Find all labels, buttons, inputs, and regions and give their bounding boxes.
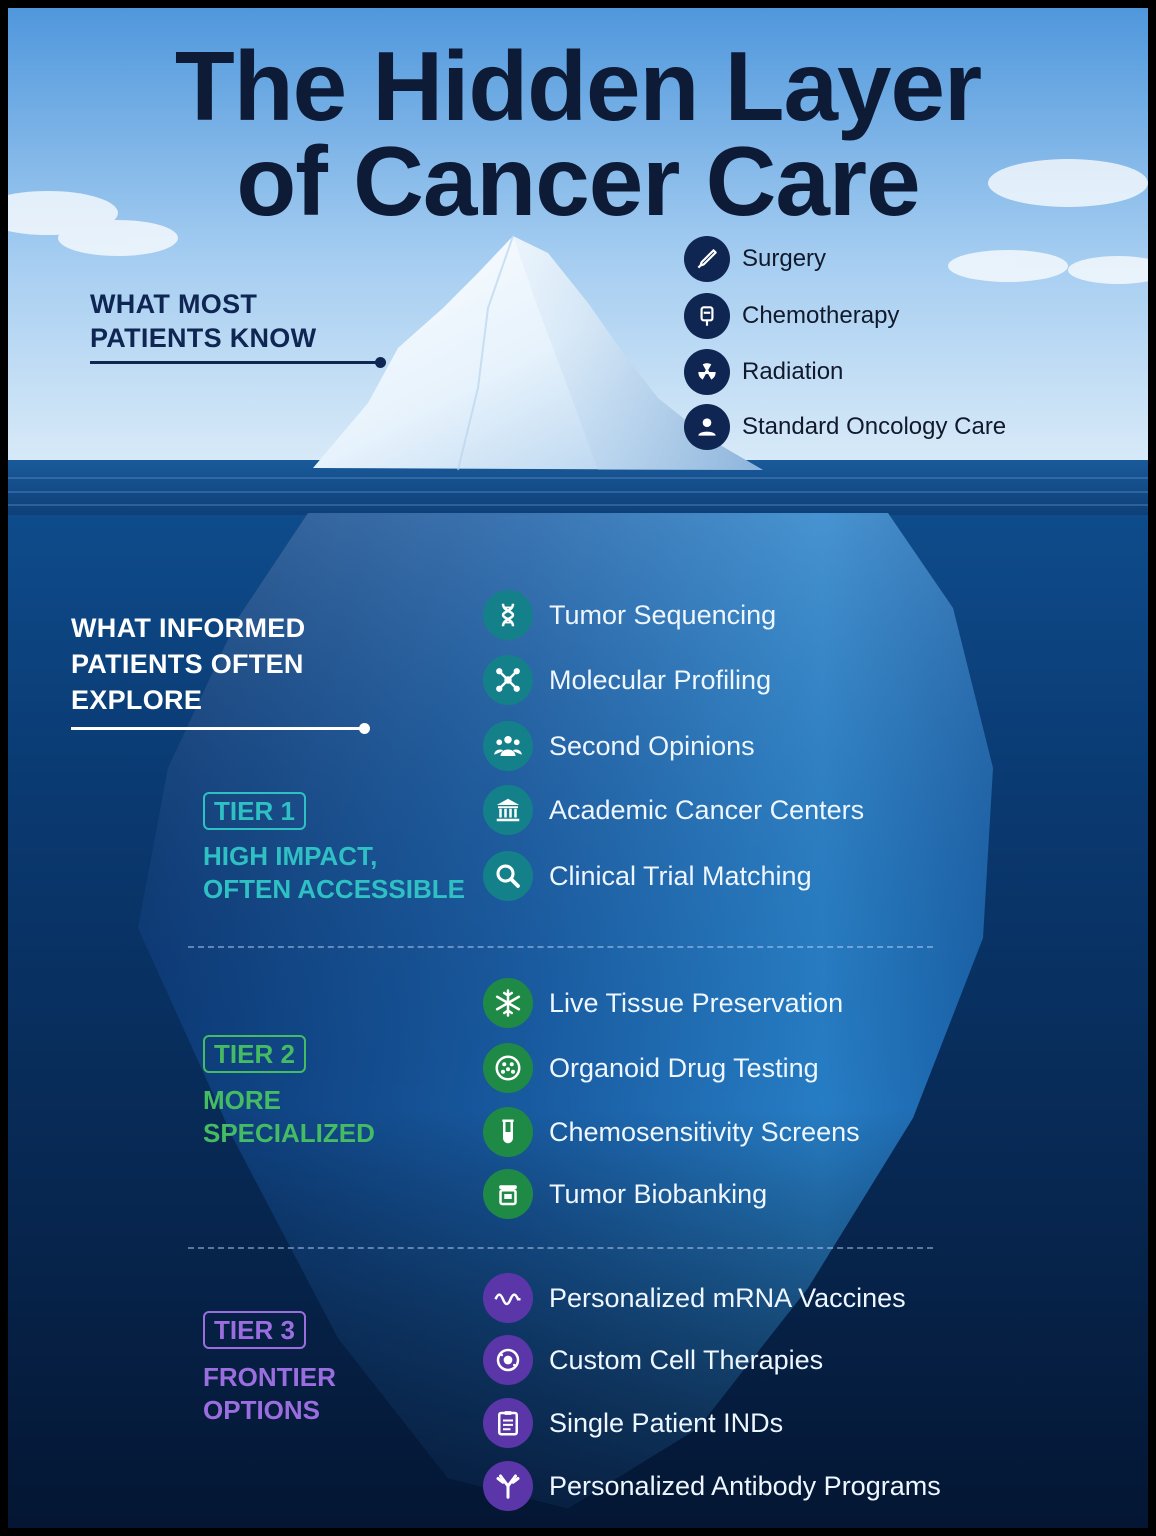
tier-2-desc-line-2: SPECIALIZED xyxy=(203,1118,375,1148)
iceberg-illustration xyxy=(8,8,1148,1528)
item-label: Organoid Drug Testing xyxy=(549,1052,819,1083)
item-label: Single Patient INDs xyxy=(549,1407,784,1438)
tier-3-badge: TIER 3 xyxy=(203,1311,306,1349)
tier-2-item-chemosensitivity: Chemosensitivity Screens xyxy=(483,1107,860,1157)
molecule-icon xyxy=(483,655,533,705)
tier-3-item-antibody-programs: Personalized Antibody Programs xyxy=(483,1461,941,1511)
tier-1-item-clinical-trial-matching: Clinical Trial Matching xyxy=(483,851,812,901)
mrna-wave-icon xyxy=(483,1273,533,1323)
specimen-jar-icon xyxy=(483,1169,533,1219)
title-line-1: The Hidden Layer xyxy=(174,31,982,141)
underwater-pointer-line xyxy=(71,727,363,730)
item-label: Clinical Trial Matching xyxy=(549,860,812,891)
item-label: Tumor Biobanking xyxy=(549,1178,768,1209)
tier-divider-2 xyxy=(188,1247,933,1249)
tier-1-desc-line-2: OFTEN ACCESSIBLE xyxy=(203,874,465,904)
surface-pointer-line xyxy=(90,361,380,364)
tier-3-desc-line-2: OPTIONS xyxy=(203,1395,321,1425)
petri-dish-icon xyxy=(483,1043,533,1093)
tier-divider-1 xyxy=(188,946,933,948)
tier-1-desc-line-1: HIGH IMPACT, xyxy=(203,841,378,871)
item-label: Tumor Sequencing xyxy=(549,599,777,630)
item-label: Radiation xyxy=(742,358,844,385)
item-label: Custom Cell Therapies xyxy=(549,1344,824,1375)
tier-3-item-cell-therapies: Custom Cell Therapies xyxy=(483,1335,823,1385)
magnifier-icon xyxy=(483,851,533,901)
tier-3-item-single-patient-inds: Single Patient INDs xyxy=(483,1398,783,1448)
item-label: Academic Cancer Centers xyxy=(549,794,865,825)
surface-item-chemotherapy: Chemotherapy xyxy=(684,293,899,339)
radiation-icon xyxy=(684,349,730,395)
clipboard-icon xyxy=(483,1398,533,1448)
people-icon xyxy=(483,721,533,771)
tier-1-item-second-opinions: Second Opinions xyxy=(483,721,755,771)
person-icon xyxy=(684,404,730,450)
snowflake-icon xyxy=(483,978,533,1028)
tier-2-badge: TIER 2 xyxy=(203,1035,306,1073)
item-label: Molecular Profiling xyxy=(549,664,772,695)
dna-icon xyxy=(483,590,533,640)
tier-3-desc-line-1: FRONTIER xyxy=(203,1362,336,1392)
item-label: Personalized mRNA Vaccines xyxy=(549,1282,906,1313)
item-label: Personalized Antibody Programs xyxy=(549,1470,941,1501)
item-label: Chemotherapy xyxy=(742,302,900,329)
tier-2-item-organoid: Organoid Drug Testing xyxy=(483,1043,819,1093)
title-line-2: of Cancer Care xyxy=(236,126,920,236)
cell-icon xyxy=(483,1335,533,1385)
tier-1-badge: TIER 1 xyxy=(203,792,306,830)
test-tube-icon xyxy=(483,1107,533,1157)
tier-2-desc-line-1: MORE xyxy=(203,1085,281,1115)
iv-bag-icon xyxy=(684,293,730,339)
infographic: The Hidden Layer of Cancer Care WHAT MOS… xyxy=(8,8,1148,1528)
institution-icon xyxy=(483,785,533,835)
surface-item-standard-care: Standard Oncology Care xyxy=(684,404,1006,450)
scalpel-icon xyxy=(684,236,730,282)
underwater-pointer-dot xyxy=(359,723,370,734)
tier-1-item-molecular-profiling: Molecular Profiling xyxy=(483,655,771,705)
underwater-label-line-1: WHAT INFORMED xyxy=(71,613,306,643)
tier-2-item-biobanking: Tumor Biobanking xyxy=(483,1169,767,1219)
underwater-label-line-3: EXPLORE xyxy=(71,685,203,715)
surface-label-line-1: WHAT MOST xyxy=(90,289,258,319)
surface-item-surgery: Surgery xyxy=(684,236,826,282)
surface-pointer-dot xyxy=(375,357,386,368)
item-label: Surgery xyxy=(742,245,827,272)
item-label: Chemosensitivity Screens xyxy=(549,1116,860,1147)
tier-1-item-tumor-sequencing: Tumor Sequencing xyxy=(483,590,776,640)
item-label: Second Opinions xyxy=(549,730,755,761)
surface-label-line-2: PATIENTS KNOW xyxy=(90,323,317,353)
item-label: Standard Oncology Care xyxy=(742,413,1007,440)
tier-2-item-live-tissue: Live Tissue Preservation xyxy=(483,978,843,1028)
underwater-label-line-2: PATIENTS OFTEN xyxy=(71,649,304,679)
tier-1-item-academic-centers: Academic Cancer Centers xyxy=(483,785,864,835)
antibody-icon xyxy=(483,1461,533,1511)
item-label: Live Tissue Preservation xyxy=(549,987,844,1018)
tier-3-item-mrna-vaccines: Personalized mRNA Vaccines xyxy=(483,1273,906,1323)
surface-item-radiation: Radiation xyxy=(684,349,843,395)
